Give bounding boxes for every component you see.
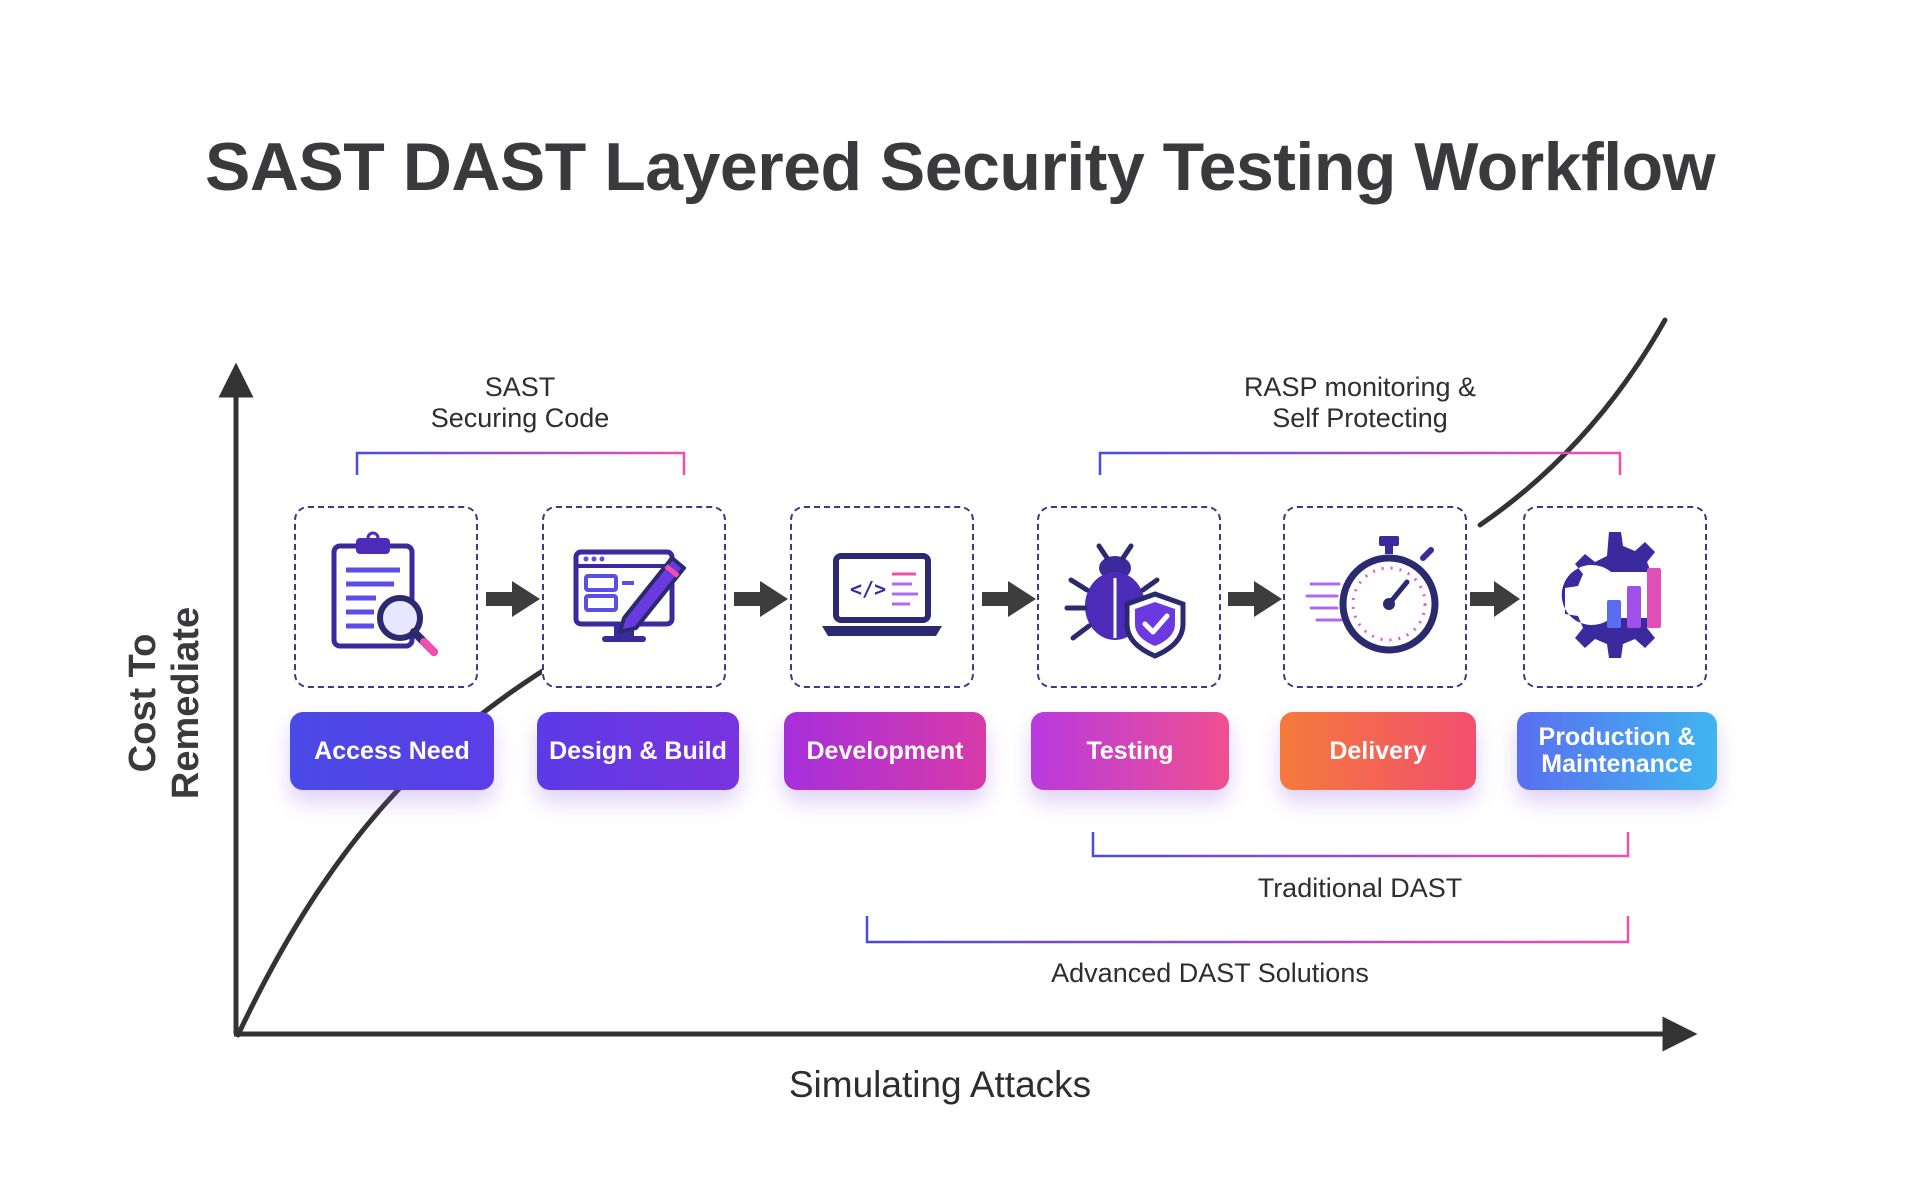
traditional-dast-label: Traditional DAST	[1257, 873, 1463, 903]
stage-label-text: Access Need	[314, 736, 470, 765]
bug-shield-icon	[1064, 543, 1186, 659]
stage-label-text: Testing	[1086, 736, 1174, 765]
rasp-label-line2: Self Protecting	[1272, 403, 1448, 433]
stage-box-production-maintenance	[1523, 506, 1707, 688]
stage-box-delivery	[1283, 506, 1467, 688]
stage-label-development[interactable]: Development	[784, 712, 986, 790]
sast-label-line1: SAST	[484, 372, 556, 402]
flow-arrow	[734, 581, 788, 617]
advanced-dast-bracket	[865, 916, 1630, 944]
page-title: SAST DAST Layered Security Testing Workf…	[204, 129, 1716, 205]
svg-text:</>: </>	[850, 577, 886, 601]
stage-label-production-maintenance[interactable]: Production & Maintenance	[1517, 712, 1717, 790]
flow-arrow	[1470, 581, 1520, 617]
rasp-label-line1: RASP monitoring &	[1243, 372, 1477, 402]
rasp-bracket	[1098, 451, 1622, 475]
stage-label-text: Delivery	[1329, 736, 1427, 765]
flow-arrow	[1228, 581, 1282, 617]
x-axis-label: Simulating Attacks	[788, 1064, 1092, 1105]
flow-arrows	[486, 581, 1520, 617]
stage-box-development: </>	[790, 506, 974, 688]
flow-arrow	[982, 581, 1036, 617]
laptop-code-icon: </>	[822, 553, 942, 636]
stage-label-text: Design & Build	[549, 736, 727, 765]
stage-label-text: Production & Maintenance	[1539, 724, 1696, 778]
stage-label-line1: Production &	[1538, 723, 1696, 751]
stage-label-design-build[interactable]: Design & Build	[537, 712, 739, 790]
y-axis-label: Cost To Remediate	[122, 606, 207, 800]
rasp-label: RASP monitoring & Self Protecting	[1200, 372, 1520, 434]
flow-arrow	[486, 581, 540, 617]
cost-curve	[235, 317, 1668, 1038]
stage-label-access-need[interactable]: Access Need	[290, 712, 494, 790]
sast-bracket	[355, 451, 686, 475]
stage-box-testing	[1037, 506, 1221, 688]
sast-label-line2: Securing Code	[430, 403, 610, 433]
advanced-dast-label: Advanced DAST Solutions	[1051, 958, 1369, 988]
traditional-dast-bracket	[1091, 832, 1630, 858]
stage-label-text: Development	[806, 736, 964, 765]
stage-box-access-need	[294, 506, 478, 688]
monitor-pen-icon	[573, 549, 686, 642]
stage-label-line2: Maintenance	[1541, 750, 1693, 778]
stage-label-delivery[interactable]: Delivery	[1280, 712, 1476, 790]
stage-box-design-build	[542, 506, 726, 688]
gear-chart-icon	[1561, 532, 1661, 658]
sast-label: SAST Securing Code	[400, 372, 640, 434]
clipboard-magnifier-icon	[331, 531, 438, 656]
stage-label-testing[interactable]: Testing	[1031, 712, 1229, 790]
stopwatch-icon	[1305, 536, 1439, 654]
